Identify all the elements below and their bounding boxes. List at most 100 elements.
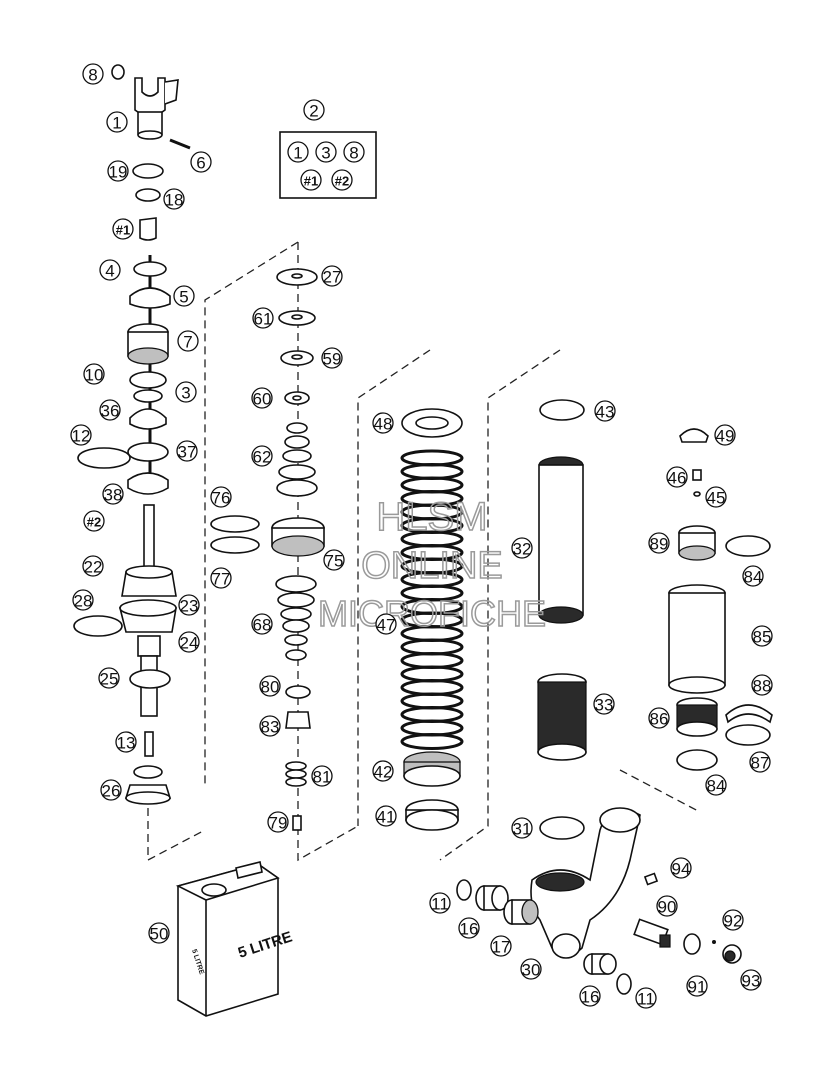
callout-circle	[267, 811, 289, 833]
callout-circle	[102, 483, 124, 505]
watermark: HLSM ONLINE MICROFICHE	[317, 494, 547, 635]
callout-circle	[429, 892, 451, 914]
kit-label-text: #2	[335, 174, 349, 189]
callout-47: 47	[375, 613, 397, 635]
callout-68: 68	[251, 613, 273, 635]
callout-circle	[148, 922, 170, 944]
kit-label-text: 8	[349, 144, 358, 163]
callout-number: 84	[744, 568, 763, 587]
oring-part-31	[539, 816, 585, 840]
nut-part-8	[111, 64, 125, 80]
kit-box-label: 8	[343, 141, 365, 163]
oring-part-12	[77, 447, 131, 469]
callout-number: 30	[522, 961, 541, 980]
callout-62: 62	[251, 445, 273, 467]
clip-part-5	[129, 287, 171, 309]
cap-part-26	[124, 765, 172, 805]
callout-number: 5	[179, 288, 188, 307]
callout-circle	[594, 400, 616, 422]
valve-part-46	[692, 469, 702, 497]
callout-43: 43	[594, 400, 616, 422]
callout-circle	[705, 774, 727, 796]
callout-59: 59	[321, 347, 343, 369]
callout-87: 87	[749, 751, 771, 773]
callout-76: 76	[210, 486, 232, 508]
callout-number: 32	[513, 540, 532, 559]
callout-number: 24	[180, 634, 199, 653]
callout-circle	[98, 667, 120, 689]
clevis-eye-part	[134, 77, 179, 140]
spring-coil	[400, 476, 464, 494]
callout-number: 81	[313, 768, 332, 787]
callout-circle	[372, 412, 394, 434]
callout-hash2: #2	[83, 510, 105, 532]
callout-number: 19	[109, 163, 128, 182]
callout-number: 84	[707, 777, 726, 796]
callout-number: 12	[72, 427, 91, 446]
callout-3: 3	[175, 381, 197, 403]
callout-8: 8	[82, 63, 104, 85]
callout-94: 94	[670, 857, 692, 879]
damper-body-part-32	[538, 456, 584, 624]
kit-label-circle	[300, 169, 322, 191]
callout-31: 31	[511, 817, 533, 839]
callout-circle	[722, 909, 744, 931]
callout-number: 6	[196, 154, 205, 173]
callout-circle	[178, 631, 200, 653]
callout-number: 86	[650, 710, 669, 729]
callout-37: 37	[176, 440, 198, 462]
spring-coil	[400, 463, 464, 480]
kit-label-text: 3	[321, 144, 330, 163]
spring-collar-part-42	[403, 751, 461, 787]
callout-28: 28	[72, 589, 94, 611]
callout-24: 24	[178, 631, 200, 653]
nut-part-83	[285, 711, 311, 729]
callout-38: 38	[102, 483, 124, 505]
watermark-line-2: ONLINE	[361, 545, 502, 587]
spring-coil	[400, 652, 464, 669]
callout-45: 45	[705, 486, 727, 508]
knob-part-93	[722, 944, 742, 964]
callout-circle	[251, 445, 273, 467]
callout-46: 46	[666, 466, 688, 488]
callout-36: 36	[99, 399, 121, 421]
washer-part-10	[129, 371, 167, 389]
seal-part-37	[127, 442, 169, 462]
callout-number: 11	[637, 990, 655, 1009]
callout-number: 11	[431, 895, 449, 914]
watermark-line-3: MICROFICHE	[318, 593, 546, 634]
callout-circle	[83, 363, 105, 385]
callout-80: 80	[259, 675, 281, 697]
callout-81: 81	[311, 765, 333, 787]
callout-number: 46	[668, 469, 687, 488]
callout-number: 2	[309, 102, 318, 121]
callout-circle	[112, 218, 134, 240]
oring-part-25	[129, 669, 171, 689]
kit-box-label: 1	[287, 141, 309, 163]
callout-circle	[303, 99, 325, 121]
callout-number: 18	[165, 191, 184, 210]
part-94	[643, 872, 659, 886]
piston-part-75	[271, 517, 325, 557]
sleeve-part-33	[537, 673, 587, 761]
cup-part-36	[129, 408, 167, 430]
callout-6: 6	[190, 151, 212, 173]
oring-part-84b	[676, 749, 718, 771]
callout-32: 32	[511, 537, 533, 559]
sleeve-part-17	[503, 899, 539, 925]
callout-77: 77	[210, 567, 232, 589]
callout-number: 1	[112, 114, 121, 133]
callout-number: 61	[254, 310, 273, 329]
callout-number: 88	[753, 677, 772, 696]
ring-part-88	[725, 704, 773, 724]
cap-part-86	[676, 697, 718, 737]
callout-circle	[751, 625, 773, 647]
callout-number: 60	[253, 390, 272, 409]
ring-part-43	[539, 399, 585, 421]
oring-part-18	[135, 188, 161, 202]
coil-spring-part-47	[400, 449, 464, 750]
callout-circle	[82, 555, 104, 577]
callout-circle	[190, 151, 212, 173]
callout-83: 83	[259, 715, 281, 737]
callout-number: 89	[650, 535, 669, 554]
